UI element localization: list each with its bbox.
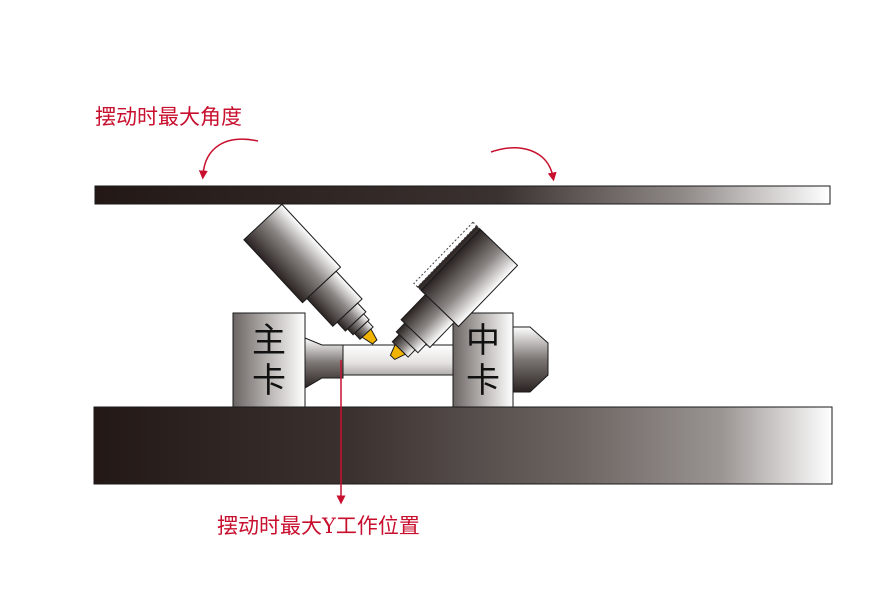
- main-chuck-label-2: 卡: [252, 361, 286, 401]
- center-chuck-cone: [512, 326, 549, 393]
- main-chuck-cone: [304, 337, 344, 389]
- base-rail: [93, 406, 833, 485]
- center-chuck-label-1: 中: [466, 321, 500, 361]
- annotation-max-swing-angle: 摆动时最大角度: [95, 105, 242, 129]
- main-chuck-label-1: 主: [252, 321, 286, 361]
- ghost-torch: [389, 221, 519, 361]
- torch-tip: [361, 328, 378, 345]
- center-chuck-block: [452, 312, 514, 408]
- curved-arrow-down-left-icon: [198, 138, 259, 180]
- annotation-max-y-position: 摆动时最大Y工作位置: [217, 514, 420, 538]
- top-rail: [94, 185, 831, 205]
- welding-torch: [243, 203, 378, 345]
- main-chuck-block: [232, 312, 306, 408]
- center-chuck-label-2: 卡: [466, 361, 500, 401]
- curved-arrow-down-right-icon: [490, 147, 557, 182]
